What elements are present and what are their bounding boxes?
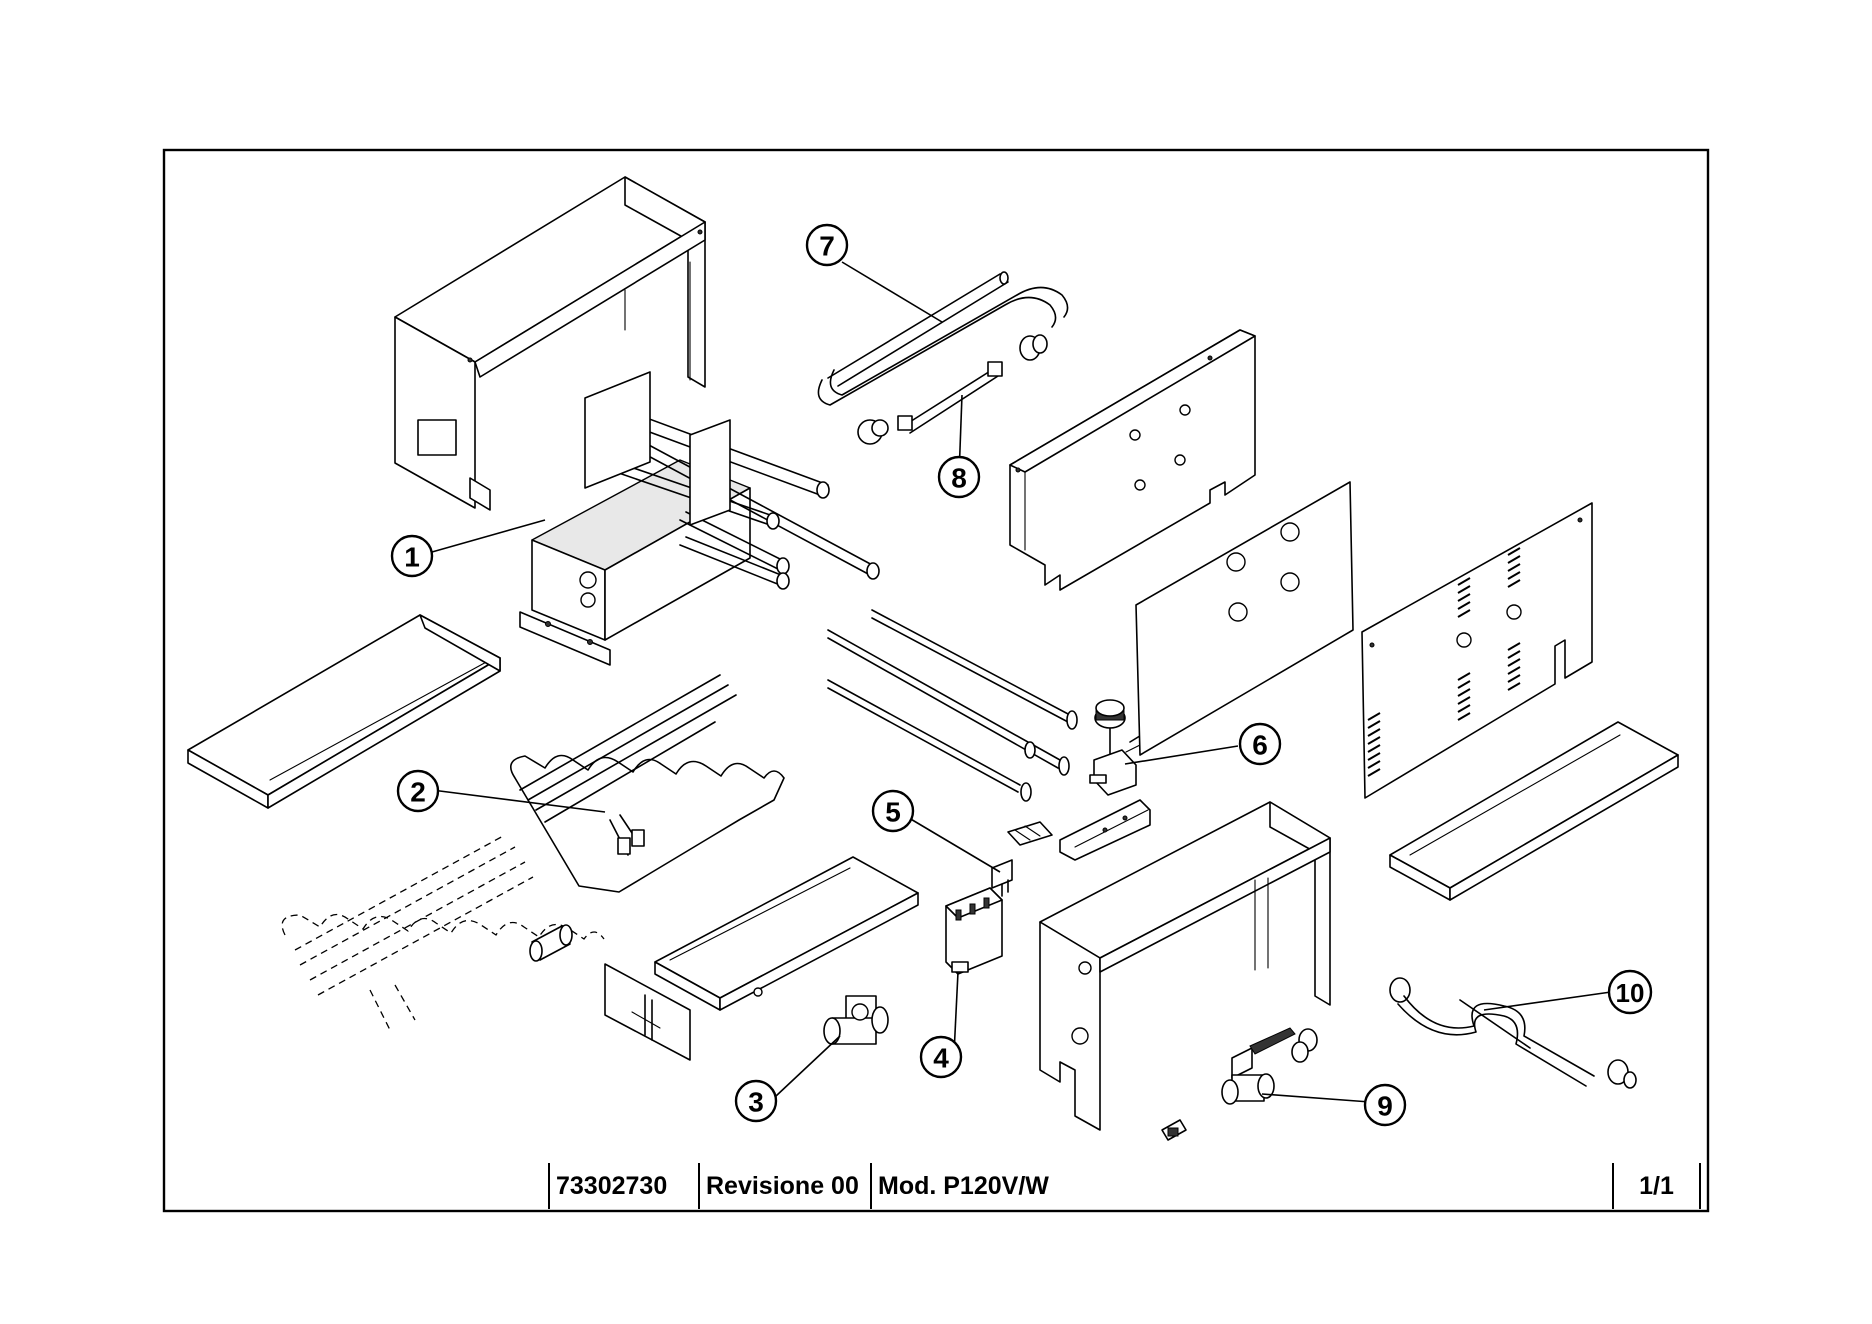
tube-assembly: [818, 272, 1067, 444]
callout-1: 1: [392, 536, 432, 576]
contactor: [946, 888, 1002, 974]
callout-4-label: 4: [933, 1043, 949, 1074]
callout-3: 3: [736, 1081, 776, 1121]
callout-8-label: 8: [951, 463, 967, 494]
callout-2: 2: [398, 771, 438, 811]
callout-7-label: 7: [819, 231, 835, 262]
fitting: [530, 925, 572, 961]
sheet-number: 1/1: [1614, 1163, 1701, 1209]
callout-6-label: 6: [1252, 730, 1268, 761]
front-vent-panel: [1362, 503, 1592, 798]
long-rods: [828, 610, 1077, 801]
water-tank: [520, 372, 879, 665]
drawing-number: 73302730: [550, 1163, 700, 1209]
clip: [992, 860, 1012, 896]
callout-2-label: 2: [410, 777, 426, 808]
callout-9: 9: [1365, 1085, 1405, 1125]
revision: Revisione 00: [700, 1163, 872, 1209]
flexible-hose: [1390, 978, 1636, 1088]
heating-element: [511, 675, 784, 892]
hose-nozzle: [1162, 1120, 1186, 1140]
callout-1-label: 1: [404, 542, 420, 573]
rear-frame-top-left: [395, 177, 705, 510]
solenoid-valve: [824, 996, 888, 1044]
callout-5: 5: [873, 791, 913, 831]
drip-tray: [655, 857, 918, 1010]
callout-5-label: 5: [885, 797, 901, 828]
ball-valve: [1222, 1028, 1317, 1104]
callout-7: 7: [807, 225, 847, 265]
callout-9-label: 9: [1377, 1091, 1393, 1122]
model-name: Mod. P120V/W: [872, 1163, 1614, 1209]
callout-10: 10: [1609, 971, 1651, 1013]
tray-left: [188, 615, 500, 808]
callout-8: 8: [939, 457, 979, 497]
rear-panel: [1010, 330, 1255, 590]
mounting-brackets: [1008, 800, 1150, 860]
title-block: 73302730 Revisione 00 Mod. P120V/W 1/1: [548, 1163, 1701, 1209]
callout-6: 6: [1240, 724, 1280, 764]
callout-4: 4: [921, 1037, 961, 1077]
callout-10-label: 10: [1616, 978, 1645, 1008]
callout-3-label: 3: [748, 1087, 764, 1118]
